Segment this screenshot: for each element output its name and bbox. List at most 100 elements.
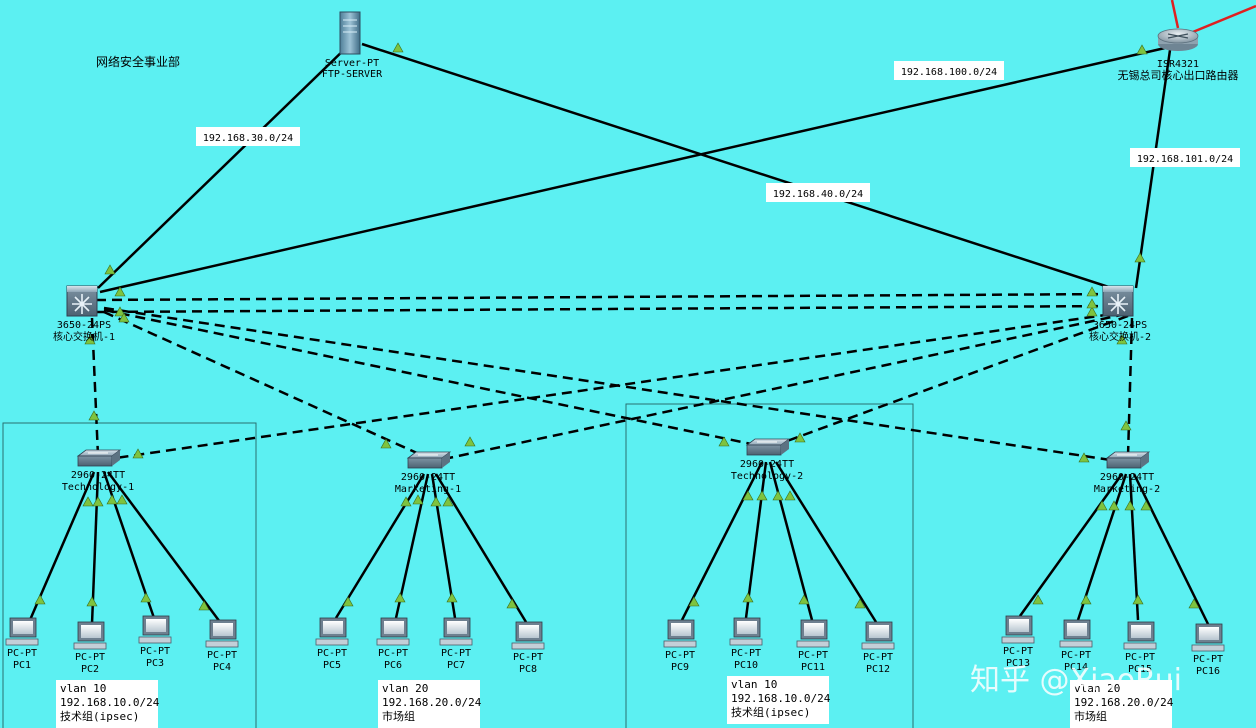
link-router-core1[interactable] (99, 46, 1166, 294)
link-status-indicator (1140, 500, 1152, 511)
external-link[interactable] (1170, 0, 1180, 29)
link-status-indicator (1120, 420, 1132, 431)
device-model: PC-PT (75, 652, 105, 663)
link-status-indicator (506, 598, 518, 609)
computer-icon (205, 619, 239, 648)
link-status-indicator (84, 334, 96, 345)
note-group: 技术组(ipsec) (60, 709, 139, 723)
link-status-indicator (1086, 306, 1098, 317)
device-model: 2960-24TT (1100, 472, 1154, 483)
link-status-indicator (756, 490, 768, 501)
external-link[interactable] (1187, 4, 1256, 36)
link-core2-mkt1[interactable] (429, 312, 1127, 464)
link-status-indicator (442, 496, 454, 507)
device-name: Technology-2 (731, 471, 803, 482)
note-vlan: vlan 20 (1074, 682, 1120, 695)
link-status-indicator (88, 410, 100, 421)
device-model: 2960-24TT (740, 459, 794, 470)
device-name: Technology-1 (62, 482, 134, 493)
switch-icon (406, 451, 452, 469)
computer-icon (439, 617, 473, 646)
ftp-server[interactable]: Server-PT FTP-SERVER (322, 11, 383, 80)
device-model: PC-PT (731, 648, 761, 659)
solid-links (97, 42, 1172, 294)
device-name: PC11 (801, 662, 825, 673)
device-name: PC10 (734, 660, 758, 671)
link-status-indicator (114, 306, 126, 317)
note-vlan: vlan 10 (60, 682, 106, 695)
switch-icon (745, 438, 791, 456)
watermark-text: 知乎 @XiaoRui (970, 663, 1182, 698)
device-model: PC-PT (207, 650, 237, 661)
computer-icon (861, 621, 895, 650)
link-core1-core2-b[interactable] (95, 304, 1119, 314)
link-status-indicator (132, 448, 144, 459)
link-core2-tech1[interactable] (101, 310, 1127, 462)
device-model: 2960-24TT (71, 470, 125, 481)
device-name: PC14 (1064, 662, 1088, 673)
link-core1-tech2[interactable] (103, 308, 767, 449)
note-subnet: 192.168.10.0/24 (60, 696, 160, 709)
link-core1-core2-a[interactable] (95, 292, 1119, 302)
device-model: PC-PT (140, 646, 170, 657)
computer-icon (1191, 623, 1225, 652)
computer-icon (663, 619, 697, 648)
link-status-indicator (772, 490, 784, 501)
link-server-core2[interactable] (361, 42, 1125, 294)
computer-icon (1001, 615, 1035, 644)
device-name: PC12 (866, 664, 890, 675)
link-status-indicator (1108, 500, 1120, 511)
computer-icon (376, 617, 410, 646)
department-title: 网络安全事业部 (96, 54, 180, 69)
pc-links (28, 461, 1210, 625)
device-model: 3650-24PS (57, 320, 111, 331)
device-model: PC-PT (7, 648, 37, 659)
link-server-core1[interactable] (97, 43, 351, 289)
link-status-indicator (86, 596, 98, 607)
device-model: PC-PT (1003, 646, 1033, 657)
link-core2-mkt2[interactable] (1126, 317, 1134, 457)
core-router[interactable]: ISR4321 无锡总司核心出口路由器 (1118, 28, 1239, 82)
link-status-indicator (34, 594, 46, 605)
device-name: PC7 (447, 660, 465, 671)
link-status-indicator (742, 490, 754, 501)
link-status-indicator (82, 496, 94, 507)
link-status-indicator (784, 490, 796, 501)
link-status-indicator (342, 596, 354, 607)
computer-icon (729, 617, 763, 646)
link-status-indicator (392, 42, 404, 53)
link-status-indicator (794, 432, 806, 443)
device-name: Marketing-1 (395, 484, 461, 495)
link-status-indicator (412, 494, 424, 505)
link-core2-tech2[interactable] (767, 314, 1129, 450)
device-name: PC16 (1196, 666, 1220, 677)
link-status-indicator (742, 592, 754, 603)
subnet-label-router-core1: 192.168.100.0/24 (901, 67, 997, 78)
link-core1-mkt1[interactable] (103, 310, 429, 460)
switch-icon (76, 449, 122, 467)
link-router-core2[interactable] (1134, 49, 1172, 289)
